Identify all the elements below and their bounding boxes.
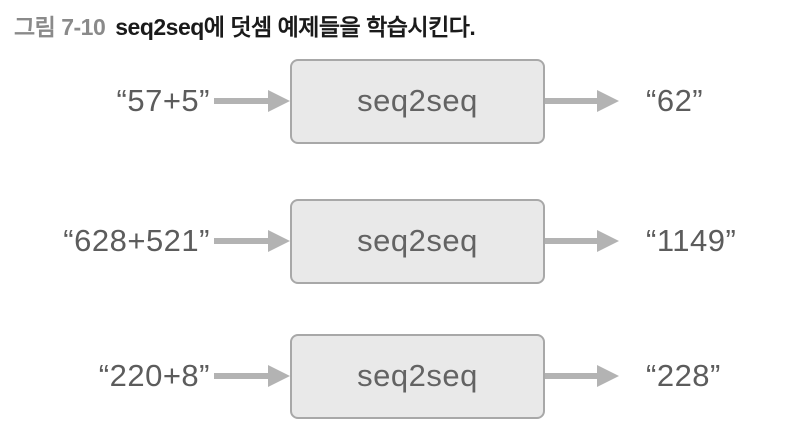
- figure-number-label: 그림 7-10: [14, 14, 106, 40]
- input-value: “220+8”: [98, 358, 210, 393]
- output-value: “228”: [646, 358, 721, 393]
- right-arrow-icon: [545, 90, 619, 112]
- right-arrow-icon: [214, 90, 290, 112]
- diagram-row-1: “57+5” seq2seq “62”: [0, 58, 786, 144]
- input-value: “57+5”: [116, 83, 210, 118]
- right-arrow-icon: [545, 230, 619, 252]
- seq2seq-box-label: seq2seq: [357, 223, 478, 258]
- right-arrow-icon: [545, 365, 619, 387]
- input-value: “628+521”: [63, 223, 210, 258]
- seq2seq-box-label: seq2seq: [357, 358, 478, 393]
- diagram-row-3: “220+8” seq2seq “228”: [0, 333, 786, 419]
- right-arrow-icon: [214, 365, 290, 387]
- right-arrow-icon: [214, 230, 290, 252]
- seq2seq-box: seq2seq: [290, 198, 545, 284]
- seq2seq-box: seq2seq: [290, 333, 545, 419]
- figure-caption: seq2seq에 덧셈 예제들을 학습시킨다.: [115, 14, 476, 40]
- seq2seq-box: seq2seq: [290, 58, 545, 144]
- output-value: “1149”: [646, 223, 737, 258]
- figure-title: 그림 7-10 seq2seq에 덧셈 예제들을 학습시킨다.: [14, 8, 476, 42]
- diagram-row-2: “628+521” seq2seq “1149”: [0, 198, 786, 284]
- seq2seq-box-label: seq2seq: [357, 83, 478, 118]
- output-value: “62”: [646, 83, 704, 118]
